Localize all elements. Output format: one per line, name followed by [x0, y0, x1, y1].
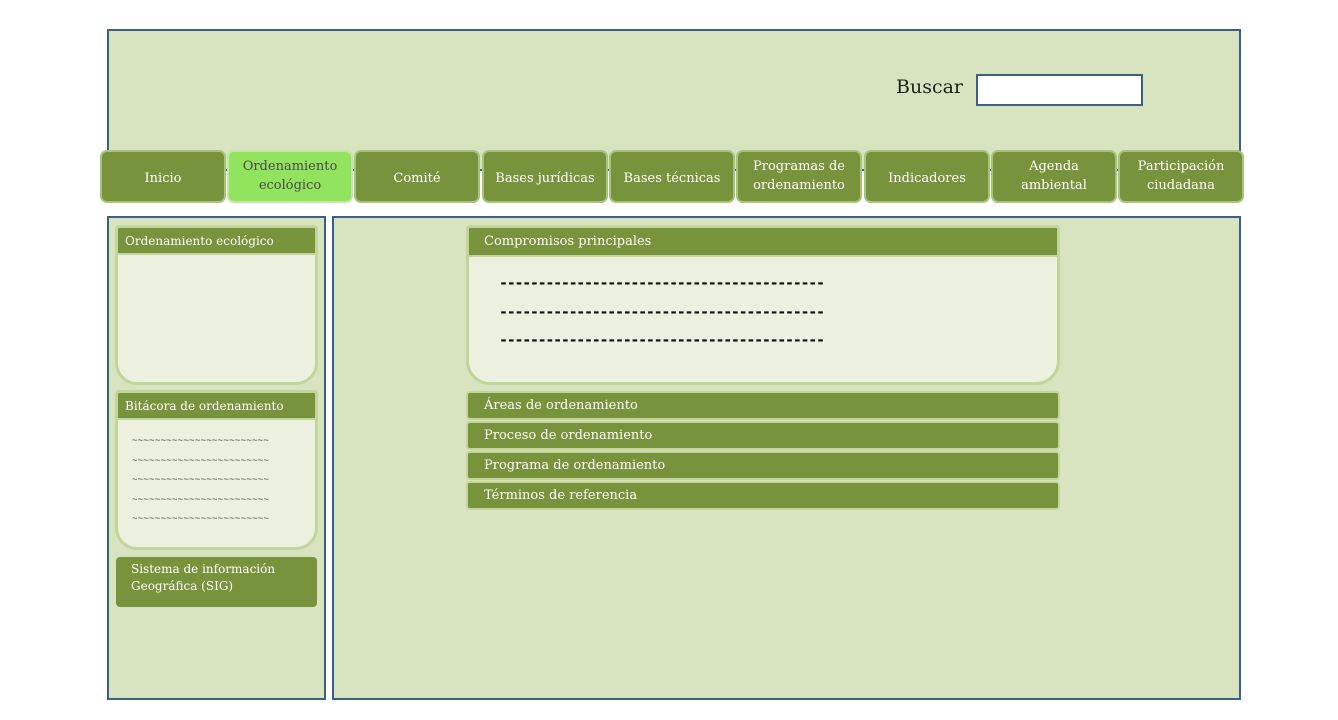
tab-bases-juridicas[interactable]: Bases jurídicas: [482, 150, 608, 203]
tab-ordenamiento-ecologico[interactable]: Ordenamiento ecológico: [227, 150, 353, 203]
bitacora-entry: ~~~~~~~~~~~~~~~~~~~~~~~~: [132, 475, 270, 485]
search-input[interactable]: [976, 74, 1143, 106]
link-areas-de-ordenamiento[interactable]: Áreas de ordenamiento: [466, 391, 1060, 420]
tab-agenda-ambiental[interactable]: Agenda ambiental: [991, 150, 1117, 203]
sig-button[interactable]: Sistema de información Geográfica (SIG): [116, 557, 317, 607]
compromiso-item: ----------------------------------------…: [499, 274, 825, 292]
compromisos-list: ----------------------------------------…: [469, 257, 1057, 355]
bitacora-entry: ~~~~~~~~~~~~~~~~~~~~~~~~: [132, 455, 270, 466]
tab-inicio[interactable]: Inicio: [100, 150, 226, 203]
tab-indicadores[interactable]: Indicadores: [864, 150, 990, 203]
bitacora-entries: ~~~~~~~~~~~~~~~~~~~~~~~~ ~~~~~~~~~~~~~~~…: [118, 420, 315, 530]
ordenamiento-ecologico-panel: Ordenamiento ecológico: [115, 225, 318, 385]
tab-participacion-ciudadana[interactable]: Participación ciudadana: [1118, 150, 1244, 203]
link-terminos-de-referencia[interactable]: Términos de referencia: [466, 481, 1060, 510]
compromisos-panel-title[interactable]: Compromisos principales: [469, 228, 1057, 257]
bitacora-panel: Bitácora de ordenamiento ~~~~~~~~~~~~~~~…: [115, 390, 318, 550]
tab-programas-de-ordenamiento[interactable]: Programas de ordenamiento: [736, 150, 862, 203]
bitacora-panel-title[interactable]: Bitácora de ordenamiento: [118, 393, 315, 420]
tab-comite[interactable]: Comité: [354, 150, 480, 203]
ordenamiento-ecologico-panel-title[interactable]: Ordenamiento ecológico: [118, 228, 315, 255]
tab-bases-tecnicas[interactable]: Bases técnicas: [609, 150, 735, 203]
link-programa-de-ordenamiento[interactable]: Programa de ordenamiento: [466, 451, 1060, 480]
compromiso-item: ----------------------------------------…: [499, 302, 825, 321]
compromisos-panel: Compromisos principales ----------------…: [466, 225, 1060, 385]
search-label: Buscar: [896, 76, 964, 98]
bitacora-entry: ~~~~~~~~~~~~~~~~~~~~~~~~: [132, 514, 270, 524]
bitacora-entry: ~~~~~~~~~~~~~~~~~~~~~~~~: [132, 436, 270, 446]
bitacora-entry: ~~~~~~~~~~~~~~~~~~~~~~~~: [132, 494, 270, 505]
link-proceso-de-ordenamiento[interactable]: Proceso de ordenamiento: [466, 421, 1060, 450]
compromiso-item: ----------------------------------------…: [499, 331, 825, 349]
